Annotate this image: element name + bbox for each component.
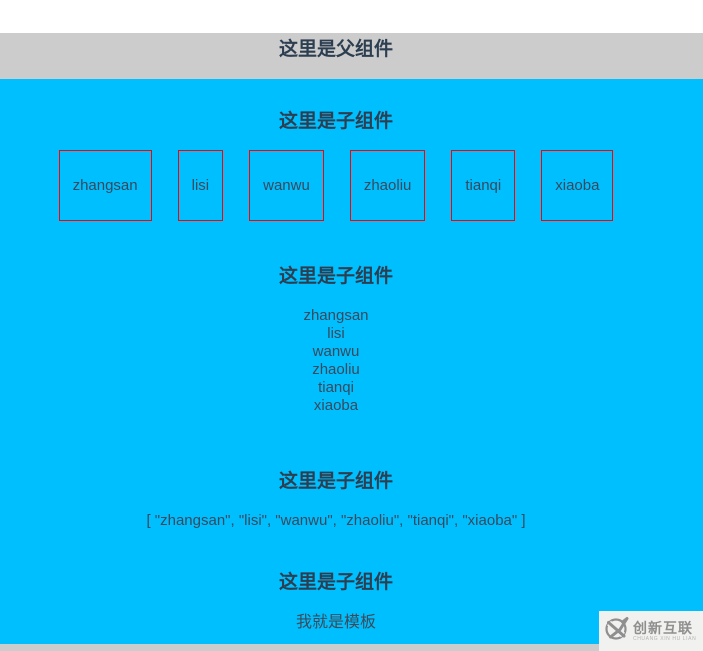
name-box: lisi — [177, 150, 224, 221]
watermark-brand-subtitle: CHUANG XIN HU LIAN — [633, 635, 697, 642]
name-boxes-row: zhangsan lisi wanwu zhaoliu tianqi xiaoba — [0, 150, 672, 221]
name-box: zhaoliu — [349, 150, 426, 221]
array-output: [ "zhangsan", "lisi", "wanwu", "zhaoliu"… — [146, 512, 526, 529]
template-output: 我就是模板 — [295, 614, 376, 631]
names-list-item: zhangsan — [303, 307, 369, 324]
watermark-brand-name: 创新互联 — [633, 619, 693, 636]
child-section-4-title: 这里是子组件 — [278, 572, 393, 593]
top-spacer — [0, 0, 703, 33]
names-list-item: zhaoliu — [312, 361, 360, 378]
parent-title: 这里是父组件 — [278, 39, 393, 60]
parent-component-header: 这里是父组件 — [0, 33, 703, 79]
name-box: wanwu — [249, 150, 324, 221]
child-section-1-title: 这里是子组件 — [278, 111, 393, 132]
bottom-parent-strip — [0, 644, 703, 651]
brand-logo-icon — [604, 616, 629, 646]
names-list-item: wanwu — [312, 343, 360, 360]
watermark-text: 创新互联 CHUANG XIN HU LIAN — [633, 621, 696, 642]
name-box: xiaoba — [541, 150, 614, 221]
child-section-2-title: 这里是子组件 — [278, 266, 393, 287]
watermark-badge[interactable]: 创新互联 CHUANG XIN HU LIAN — [599, 611, 703, 651]
name-box: zhangsan — [58, 150, 152, 221]
names-list-item: tianqi — [318, 379, 354, 396]
names-list-item: xiaoba — [313, 397, 359, 414]
name-box: tianqi — [451, 150, 516, 221]
names-list-item: lisi — [327, 325, 345, 342]
child-section-3-title: 这里是子组件 — [278, 471, 393, 492]
